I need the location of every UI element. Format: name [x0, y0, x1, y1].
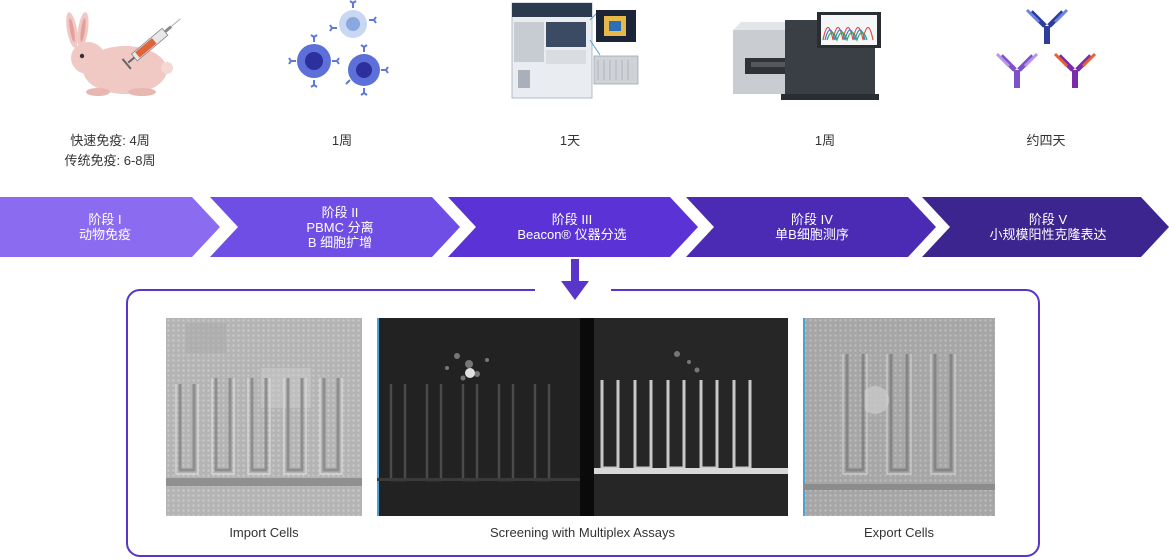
- stage-3-chevron: [448, 197, 698, 257]
- export-cells-caption: Export Cells: [863, 525, 935, 540]
- stage-1-chevron: [0, 197, 220, 257]
- rabbit-syringe-icon: [30, 0, 210, 110]
- import-cells-image: [166, 318, 362, 516]
- duration-line: 约四天: [1026, 133, 1066, 148]
- stage-title: 阶段 IV: [791, 212, 833, 227]
- duration-line: 传统免疫: 6-8周: [64, 153, 156, 168]
- stage-5-chevron: [922, 197, 1169, 257]
- stage-title: 阶段 III: [551, 212, 593, 227]
- duration-line: 1天: [559, 133, 581, 148]
- stage-3: 阶段 III Beacon® 仪器分选: [462, 197, 682, 257]
- stage-5: 阶段 V 小规模阳性克隆表达: [938, 197, 1158, 257]
- stage-title: 阶段 V: [1028, 212, 1068, 227]
- sequencer-icon: [725, 0, 905, 110]
- stage-4-chevron: [686, 197, 936, 257]
- import-cells-caption: Import Cells: [229, 525, 299, 540]
- stage-title: 阶段 I: [88, 212, 122, 227]
- stage-2-chevron: [210, 197, 460, 257]
- down-arrow-icon: [561, 259, 589, 300]
- stage-pipeline: 阶段 I 动物免疫 阶段 II PBMC 分离 B 细胞扩增 阶段 III Be…: [0, 197, 1169, 257]
- duration-stage-3: 1天: [470, 131, 670, 151]
- duration-stage-4: 1周: [725, 131, 925, 151]
- stage-1: 阶段 I 动物免疫: [0, 197, 210, 257]
- duration-stage-1: 快速免疫: 4周 传统免疫: 6-8周: [10, 131, 210, 171]
- stage-chevrons: [0, 197, 1169, 257]
- duration-line: 快速免疫: 4周: [70, 133, 150, 148]
- duration-line: 1周: [331, 133, 353, 148]
- stage-label: B 细胞扩增: [307, 234, 373, 250]
- duration-line: 1周: [814, 133, 836, 148]
- duration-stage-2: 1周: [242, 131, 442, 151]
- stage-title: 阶段 II: [321, 204, 359, 220]
- stage-label: 小规模阳性克隆表达: [989, 227, 1107, 242]
- stage-label: Beacon® 仪器分选: [517, 227, 627, 242]
- stage-label: PBMC 分离: [306, 219, 374, 235]
- stage-4: 阶段 IV 单B细胞测序: [702, 197, 922, 257]
- antibodies-icon: [955, 0, 1135, 110]
- beacon-instrument-icon: [500, 0, 680, 110]
- screening-caption: Screening with Multiplex Assays: [490, 525, 675, 540]
- screening-image: [377, 318, 788, 516]
- export-cells-image: [803, 318, 995, 516]
- stage-label: 单B细胞测序: [775, 227, 849, 242]
- stage-label: 动物免疫: [78, 227, 131, 242]
- stage-2: 阶段 II PBMC 分离 B 细胞扩增: [230, 197, 450, 257]
- b-cells-icon: [260, 0, 440, 110]
- duration-stage-5: 约四天: [946, 131, 1146, 151]
